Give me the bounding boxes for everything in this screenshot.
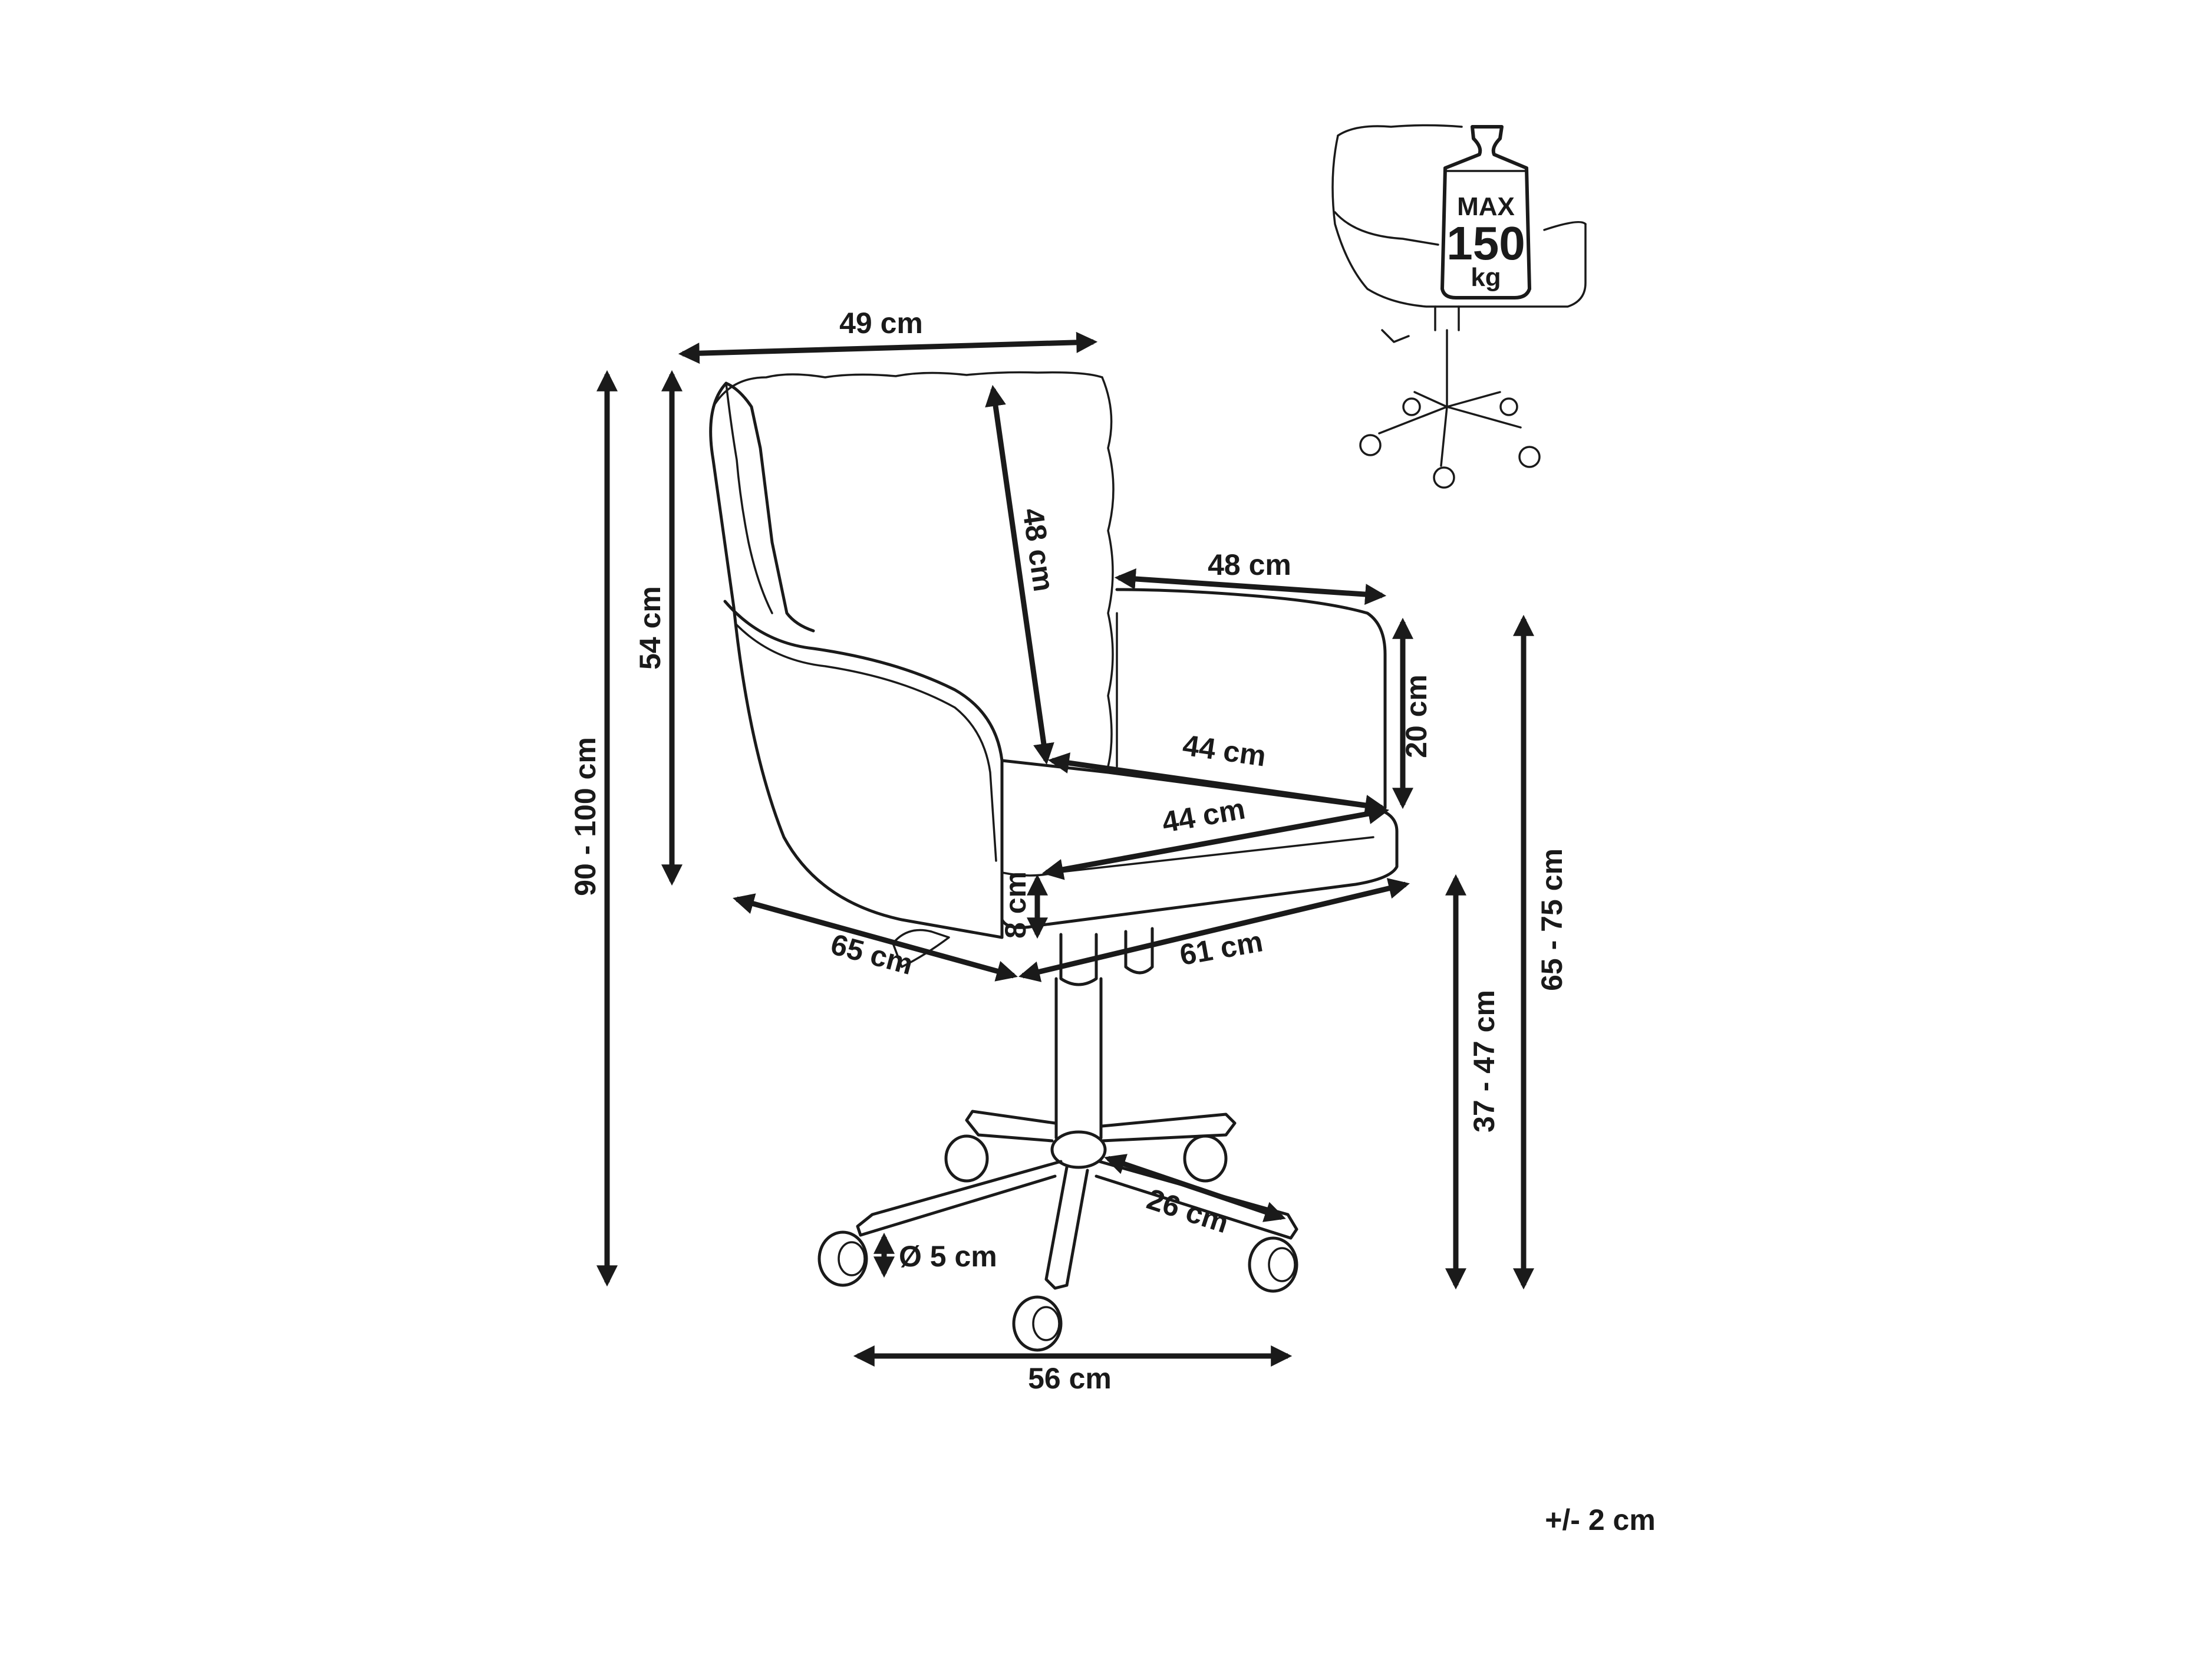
dimension-labels: 90 - 100 cm 54 cm 49 cm 48 cm 48 cm 20 c…	[569, 307, 1568, 1395]
label-armrest-height: 20 cm	[1400, 674, 1433, 758]
label-seat-width-back: 44 cm	[1181, 729, 1268, 773]
label-backrest-height: 54 cm	[634, 586, 667, 670]
caster-wheels	[817, 1134, 1298, 1352]
chair-line-drawing	[709, 371, 1399, 1352]
label-seat-height: 37 - 47 cm	[1468, 990, 1501, 1133]
label-seat-width-front: 44 cm	[1159, 792, 1247, 839]
max-load-prefix: MAX	[1457, 192, 1515, 221]
label-total-width: 49 cm	[839, 307, 923, 340]
label-seat-thickness: 8 cm	[999, 871, 1032, 939]
weight-icon: MAX 150 kg	[1440, 125, 1531, 300]
tolerance-note: +/- 2 cm	[1545, 1503, 1656, 1536]
label-overall-width: 61 cm	[1177, 924, 1265, 972]
label-caster-diameter: Ø 5 cm	[899, 1240, 997, 1273]
label-armrest-depth: 48 cm	[1208, 548, 1291, 581]
max-load-unit: kg	[1471, 263, 1501, 292]
label-leg-length: 26 cm	[1143, 1182, 1232, 1239]
dimension-arrows	[596, 331, 1534, 1367]
label-base-width: 56 cm	[1028, 1362, 1112, 1395]
max-load-inset: MAX 150 kg	[1331, 124, 1587, 489]
label-overall-height: 90 - 100 cm	[569, 737, 602, 896]
label-armrest-floor-height: 65 - 75 cm	[1535, 848, 1568, 991]
chair-thumbnail	[1331, 124, 1587, 489]
max-load-value: 150	[1446, 217, 1525, 269]
